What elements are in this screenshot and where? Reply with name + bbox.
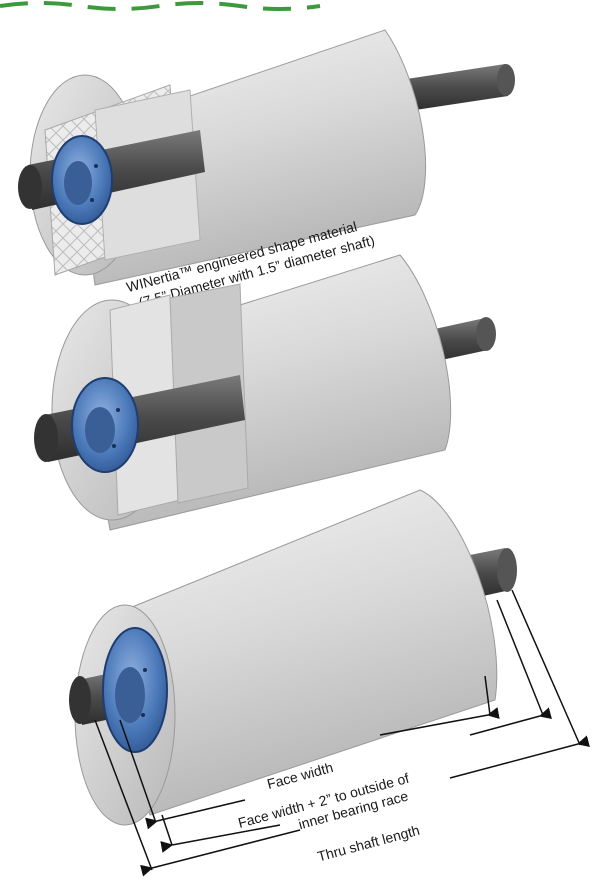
dimension-lines — [94, 589, 590, 877]
ext-line-bearing-right — [496, 599, 544, 716]
bearing-arrow-left — [145, 799, 246, 830]
bearing-arrow-right — [469, 707, 552, 736]
thru-shaft-arrow-right — [449, 735, 590, 779]
ext-line-shaft-right — [511, 589, 581, 746]
thru-shaft-arrow-left — [140, 829, 301, 877]
middle-roller-bearing — [71, 377, 139, 473]
bottom-roller-shell — [99, 489, 498, 816]
top-roller-bearing — [51, 135, 113, 225]
top-roller-right-shaft — [400, 64, 515, 112]
ext-line-bearing-left — [119, 719, 156, 821]
label-thru-shaft: Thru shaft length — [316, 822, 422, 865]
middle-roller — [34, 254, 496, 531]
face-width-arrow-right — [379, 707, 500, 736]
top-roller — [18, 29, 515, 286]
face-width-arrow-left — [160, 824, 281, 853]
middle-roller-right-shaft — [430, 317, 496, 362]
bottom-roller — [69, 489, 517, 826]
green-band-decoration — [0, 1, 321, 11]
bottom-roller-bearing — [102, 627, 168, 753]
ext-line-shaft-left — [94, 719, 153, 871]
